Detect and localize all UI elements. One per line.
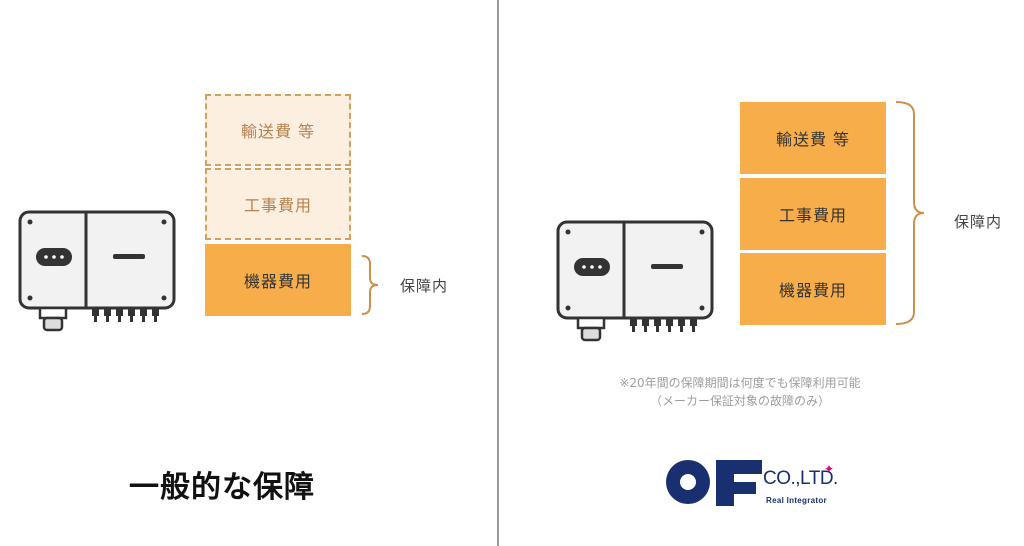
bracket-label: 保障内 [400, 277, 449, 295]
bracket-label: 保障内 [954, 213, 1003, 231]
company-logo: CO.,LTD. ✦ Real Integrator [664, 458, 844, 510]
warranty-note: ※20年間の保障期間は何度でも保障利用可能 （メーカー保証対象の故障のみ） [610, 374, 870, 410]
star-icon: ✦ [824, 462, 835, 476]
company-warranty-panel: 輸送費 等 工事費用 機器費用 保障内 ※20年間の保障期間は何度でも保障利用可… [498, 0, 1024, 546]
inverter-icon [556, 220, 714, 342]
logo-company-text: CO.,LTD. [763, 468, 838, 489]
bracket-icon [895, 101, 925, 325]
general-warranty-panel: 輸送費 等 工事費用 機器費用 保障内 一般的な保障 [0, 0, 497, 546]
logo-tagline: Real Integrator [766, 496, 827, 505]
transport-cost-box: 輸送費 等 [205, 94, 351, 166]
logo-mark-icon [666, 460, 762, 506]
transport-cost-box: 輸送費 等 [740, 102, 886, 174]
construction-cost-box: 工事費用 [205, 168, 351, 240]
equipment-cost-box: 機器費用 [205, 244, 351, 316]
inverter-icon [18, 210, 176, 332]
note-line-2: （メーカー保証対象の故障のみ） [649, 394, 830, 408]
page-title: 一般的な保障 [129, 470, 315, 505]
note-line-1: ※20年間の保障期間は何度でも保障利用可能 [619, 376, 861, 390]
equipment-cost-box: 機器費用 [740, 253, 886, 325]
bracket-icon [361, 255, 379, 315]
construction-cost-box: 工事費用 [740, 178, 886, 250]
divider [497, 0, 499, 546]
